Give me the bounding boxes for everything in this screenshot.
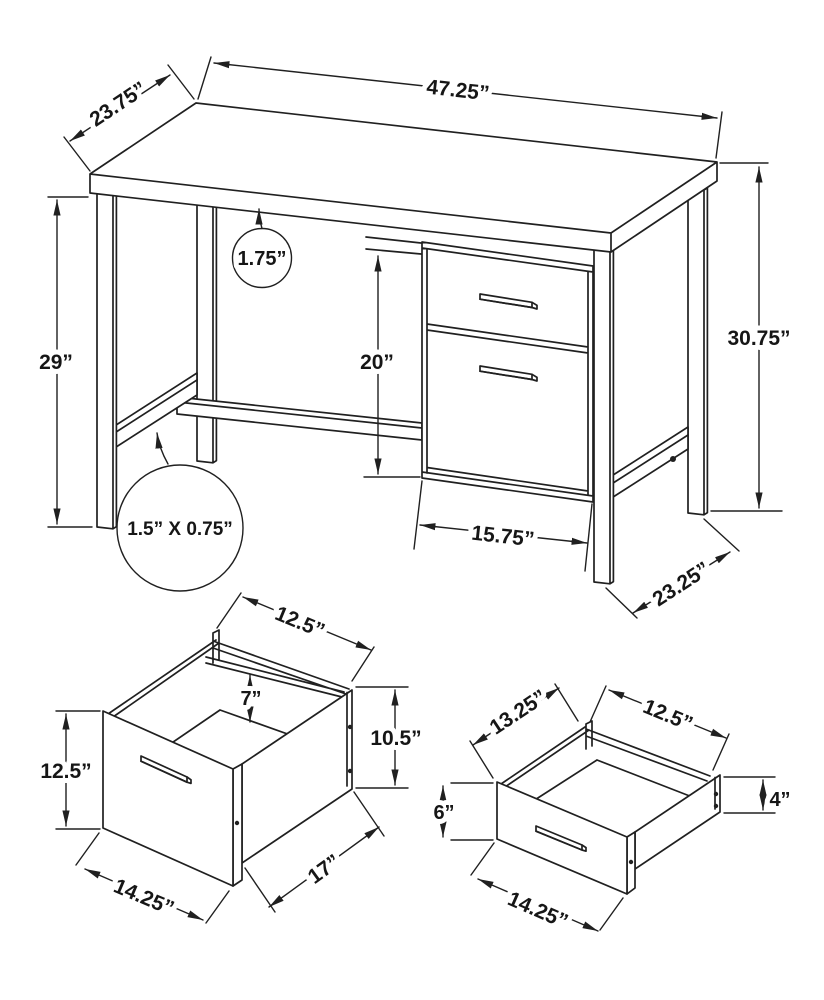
file-drawer-interior — [107, 629, 350, 767]
desk-top-thickness-label: 1.75” — [238, 248, 287, 270]
desk-leg-height-label: 29” — [39, 351, 73, 374]
dim-filedrawer-front-height: 12.5” — [35, 710, 101, 830]
dim-desk-top-thickness: 1.75” — [231, 208, 293, 289]
file-drawer-side-panel — [241, 689, 353, 864]
screw-hole — [234, 820, 240, 826]
desk-base-depth-label: 23.25” — [649, 558, 714, 612]
screw-hole — [347, 768, 353, 774]
cabinet-top-drawer-handle — [479, 293, 538, 310]
topdrawer-side-height-label: 4” — [769, 789, 790, 811]
dim-topdrawer-side-depth: 13.25” — [469, 680, 579, 779]
filedrawer-front-height-label: 12.5” — [40, 760, 91, 783]
screw-hole — [713, 791, 719, 797]
filedrawer-side-height-label: 10.5” — [370, 727, 421, 750]
topdrawer-front-width-label: 14.25” — [504, 887, 571, 933]
topdrawer-front-height-label: 6” — [433, 802, 454, 824]
topdrawer-side-depth-label: 13.25” — [486, 685, 551, 739]
desk-front-left-leg — [96, 186, 118, 530]
desk-cabinet-width-label: 15.75” — [470, 522, 535, 552]
top-drawer-side-panel — [634, 774, 721, 870]
filedrawer-inner-width-label: 12.5” — [272, 602, 328, 643]
dim-filedrawer-side-height: 10.5” — [355, 686, 427, 789]
top-drawer-handle — [535, 825, 587, 853]
dim-desk-overall-height: 30.75” — [710, 162, 796, 512]
screw-hole — [628, 859, 634, 865]
desk-top-depth-label: 23.75” — [86, 77, 151, 131]
file-drawer-drawing — [102, 629, 353, 887]
filedrawer-front-width-label: 14.25” — [110, 875, 177, 921]
desk-left-stretcher-edge — [112, 379, 198, 435]
screw-hole — [713, 803, 719, 809]
desk-overall-height-label: 30.75” — [727, 327, 790, 350]
desk-tube-size-label: 1.5” X 0.75” — [127, 519, 233, 540]
topdrawer-inner-width-label: 12.5” — [640, 695, 696, 736]
dim-topdrawer-side-height: 4” — [723, 776, 796, 816]
top-drawer-drawing — [496, 720, 721, 895]
stretcher-screw-hole — [670, 456, 676, 462]
desk-cabinet-height-label: 20” — [360, 351, 394, 374]
cabinet-details — [426, 248, 589, 496]
dim-desk-base-depth: 23.25” — [605, 518, 740, 619]
dim-topdrawer-front-height: 6” — [428, 782, 494, 841]
desk-right-stretcher — [609, 426, 689, 500]
dim-desk-leg-height: 29” — [34, 196, 93, 528]
screw-hole — [347, 724, 353, 730]
dim-desk-tube-size: 1.5” X 0.75” — [116, 432, 244, 592]
desk-top-width-label: 47.25” — [425, 76, 490, 106]
desk-top — [89, 102, 718, 253]
desk-drawing — [89, 102, 718, 585]
desk-right-stretcher-edge — [609, 434, 689, 486]
cabinet-file-drawer-handle — [479, 365, 538, 382]
desk-back-right-leg — [687, 186, 709, 516]
desk-front-right-leg — [593, 234, 615, 585]
cabinet-support-rail — [365, 236, 422, 255]
dim-desk-cabinet-height: 20” — [355, 255, 421, 478]
desk-back-left-leg — [196, 192, 218, 464]
dim-filedrawer-inner-width: 12.5” — [216, 592, 375, 682]
file-drawer-handle — [140, 755, 192, 785]
dim-filedrawer-inner-height: 7” — [235, 674, 267, 723]
file-drawer-front-panel — [102, 710, 234, 887]
filedrawer-inner-height-label: 7” — [240, 688, 261, 710]
